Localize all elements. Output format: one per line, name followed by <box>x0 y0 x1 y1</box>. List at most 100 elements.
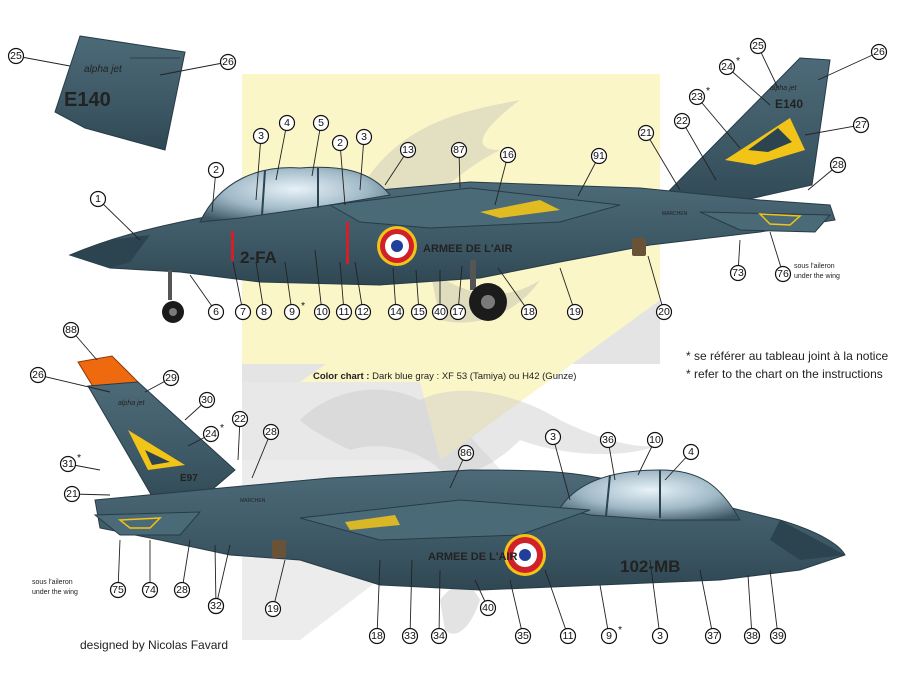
callout-number: 2 <box>213 164 219 176</box>
callout-marker: 2 <box>207 161 225 179</box>
callout-circle <box>202 425 220 443</box>
callout-leader <box>696 96 741 149</box>
callout-circle <box>355 128 373 146</box>
callout-marker: 10 <box>646 431 664 449</box>
callout-leader <box>214 544 217 607</box>
callout-leader <box>699 569 714 637</box>
callout-marker: 14 <box>387 303 405 321</box>
callout-circle <box>231 410 249 428</box>
callout-asterisk: * <box>618 624 622 636</box>
callout-marker: 11 <box>559 627 577 645</box>
callout-circle <box>430 627 448 645</box>
callout-circle <box>704 627 722 645</box>
callout-marker: 9* <box>600 624 622 645</box>
callout-marker: 27 <box>852 116 870 134</box>
callout-circle <box>479 599 497 617</box>
bottom-fin-script: alpha jet <box>118 400 146 407</box>
callout-number: 37 <box>707 630 719 642</box>
callout-number: 8 <box>261 306 267 318</box>
top-service-text: ARMEE DE L'AIR <box>423 243 512 255</box>
callout-circle <box>335 303 353 321</box>
callout-circle <box>870 43 888 61</box>
callout-circle <box>743 627 761 645</box>
callout-circle <box>207 303 225 321</box>
callout-circle <box>590 147 608 165</box>
callout-number: 15 <box>413 306 425 318</box>
callout-number: 75 <box>112 584 124 596</box>
callout-circle <box>141 581 159 599</box>
callout-number: 28 <box>176 584 188 596</box>
callout-marker: 25 <box>7 47 25 65</box>
designer-credit: designed by Nicolas Favard <box>80 638 229 652</box>
callout-number: 76 <box>777 268 789 280</box>
callout-circle <box>600 627 618 645</box>
callout-number: 40 <box>434 306 446 318</box>
callout-marker: 39 <box>769 627 787 645</box>
callout-marker: 12 <box>354 303 372 321</box>
callout-marker: 40 <box>479 599 497 617</box>
callout-number: 3 <box>657 630 663 642</box>
callout-number: 35 <box>517 630 529 642</box>
callout-number: 19 <box>569 306 581 318</box>
callout-circle <box>109 581 127 599</box>
callout-leader <box>599 584 610 637</box>
callout-leader <box>645 132 681 191</box>
callout-marker: 13 <box>399 141 417 159</box>
callout-marker: 4 <box>278 114 296 132</box>
callout-leader <box>649 559 661 637</box>
callout-circle <box>399 141 417 159</box>
callout-circle <box>410 303 428 321</box>
callout-marker: 3 <box>651 627 669 645</box>
note-en: * refer to the chart on the instructions <box>686 367 883 381</box>
callout-number: 23 <box>691 91 703 103</box>
callout-circle <box>688 88 706 106</box>
callout-marker: 21 <box>637 124 655 142</box>
callout-number: 25 <box>752 40 764 52</box>
top-aileron-note-fr: sous l'aileron <box>794 263 835 270</box>
callout-asterisk: * <box>301 300 305 312</box>
callout-number: 2 <box>337 137 343 149</box>
callout-marker: 23* <box>688 85 710 106</box>
callout-marker: 32 <box>207 597 225 615</box>
callout-number: 18 <box>523 306 535 318</box>
callout-marker: 8 <box>255 303 273 321</box>
callout-marker: 29 <box>162 369 180 387</box>
callout-circle <box>234 303 252 321</box>
callout-marker: 3 <box>355 128 373 146</box>
callout-number: 17 <box>452 306 464 318</box>
tail-bird-badge-bottom <box>128 430 185 470</box>
callout-asterisk: * <box>77 452 81 464</box>
callout-marker: 31* <box>59 452 81 473</box>
callout-circle <box>255 303 273 321</box>
callout-leader <box>255 135 262 201</box>
fin-detail-code: E140 <box>64 89 111 111</box>
callout-number: 39 <box>772 630 784 642</box>
callout-leader <box>215 544 231 607</box>
callout-marker: 9* <box>283 300 305 321</box>
callout-leader <box>311 122 322 177</box>
callout-marker: 36 <box>599 431 617 449</box>
callout-circle <box>173 581 191 599</box>
callout-number: 25 <box>10 50 22 62</box>
callout-leader <box>232 261 244 313</box>
callout-asterisk: * <box>220 422 224 434</box>
callout-circle <box>401 627 419 645</box>
callout-marker: 4 <box>682 443 700 461</box>
callout-marker: 22 <box>231 410 249 428</box>
callout-leader <box>497 267 530 313</box>
callout-number: 21 <box>66 488 78 500</box>
callout-number: 3 <box>550 431 556 443</box>
callout-circle <box>283 303 301 321</box>
callout-circle <box>7 47 25 65</box>
callout-number: 18 <box>371 630 383 642</box>
callout-circle <box>559 627 577 645</box>
callout-circle <box>829 156 847 174</box>
callout-circle <box>852 116 870 134</box>
callout-circle <box>63 485 81 503</box>
callout-marker: 5 <box>312 114 330 132</box>
top-aileron-note-en: under the wing <box>794 273 840 280</box>
callout-circle <box>514 627 532 645</box>
callout-number: 7 <box>240 306 246 318</box>
callout-leader <box>509 579 524 637</box>
